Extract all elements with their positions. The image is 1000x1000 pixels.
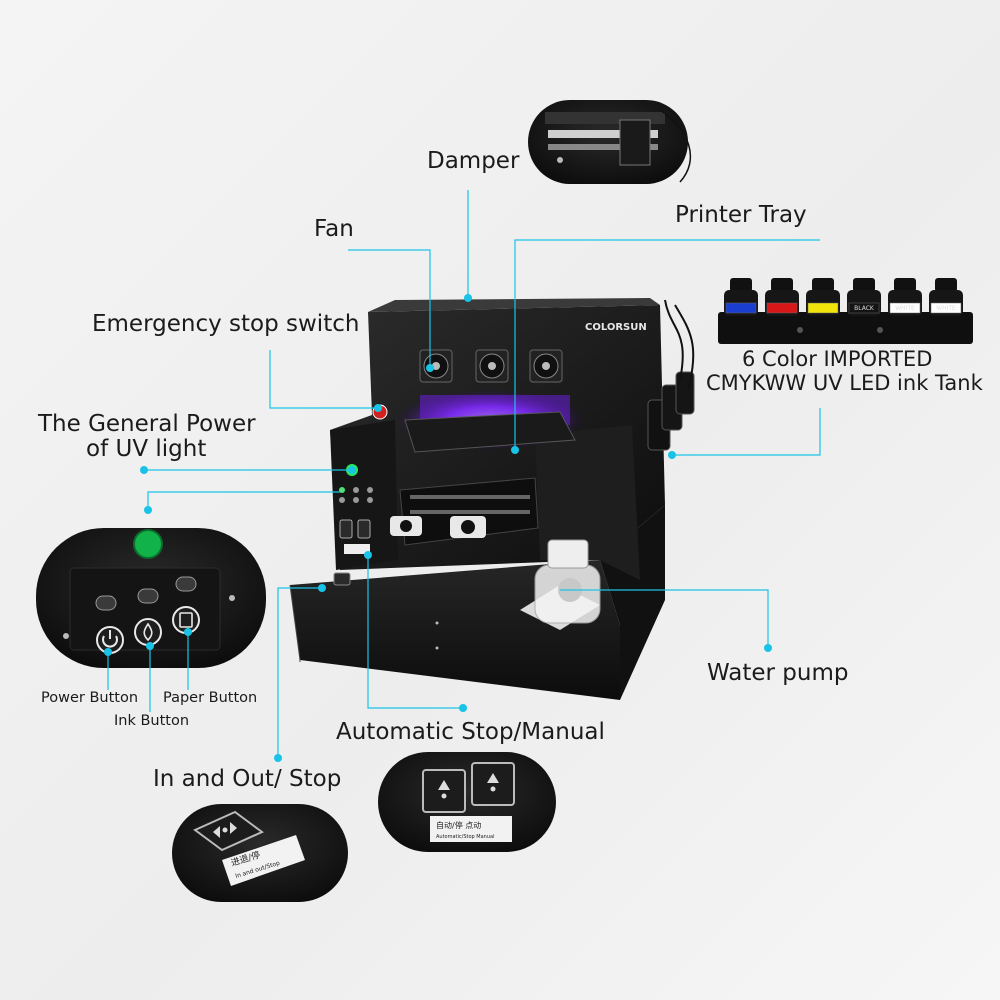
ink-bottle: WHITE [929,278,963,316]
ink-bottle-label: BLACK [854,305,875,312]
ink-bottle [765,278,799,316]
printer-tray [404,411,576,453]
brand-logo: COLORSUN [585,322,647,333]
printer: COLORSUN [289,298,695,700]
water-pump-label: Water pump [707,660,849,686]
damper-label: Damper [427,148,520,174]
ink-bottle: WHITE [888,278,922,316]
printer-top [368,298,660,312]
uv-power-label-line2: of UV light [86,436,207,462]
leader-lines [107,190,821,758]
auto-stop-sticker [430,816,512,842]
in-out-sticker [222,835,305,886]
ink-tank-inset: BLACK WHITE WHITE [718,278,973,344]
ink-bottle [806,278,840,316]
damper-inset [528,100,691,184]
leader-dots [104,294,772,762]
green-power-button [133,529,163,559]
auto-stop-sticker-text: 自动/停 点动 [436,820,481,830]
water-pump [520,539,601,630]
ink-bottle-label: WHITE [895,305,915,312]
ink-tank-label-line1: 6 Color IMPORTED [742,347,933,371]
printer-tray-label: Printer Tray [675,202,807,228]
auto-stop-sticker-subtext: Automatic/Stop Manual [436,834,494,840]
auto-stop-inset: 自动/停 点动 Automatic/Stop Manual [378,752,556,852]
auto-stop-manual-label: Automatic Stop/Manual [336,719,605,745]
ink-tank-label-line2: CMYKWW UV LED ink Tank [706,371,983,395]
fan-label: Fan [314,216,354,242]
ink-bottle-label: WHITE [936,305,956,312]
control-panel-inset [36,528,266,668]
ink-button-label: Ink Button [114,713,190,729]
ink-bottle: BLACK [847,278,881,316]
uv-power-label-line1: The General Power [38,411,256,437]
fan-group [419,349,563,383]
ink-bottle [724,278,758,316]
in-out-rocker-switch [193,810,264,852]
print-carriage [390,477,539,546]
power-button-label: Power Button [41,690,139,706]
paper-button-label: Paper Button [163,690,258,706]
emergency-stop-label: Emergency stop switch [92,311,360,337]
in-out-stop-inset: 进退/停 In and out/Stop [172,804,348,902]
in-out-stop-label: In and Out/ Stop [153,766,342,792]
side-ink-bottles [647,299,695,451]
